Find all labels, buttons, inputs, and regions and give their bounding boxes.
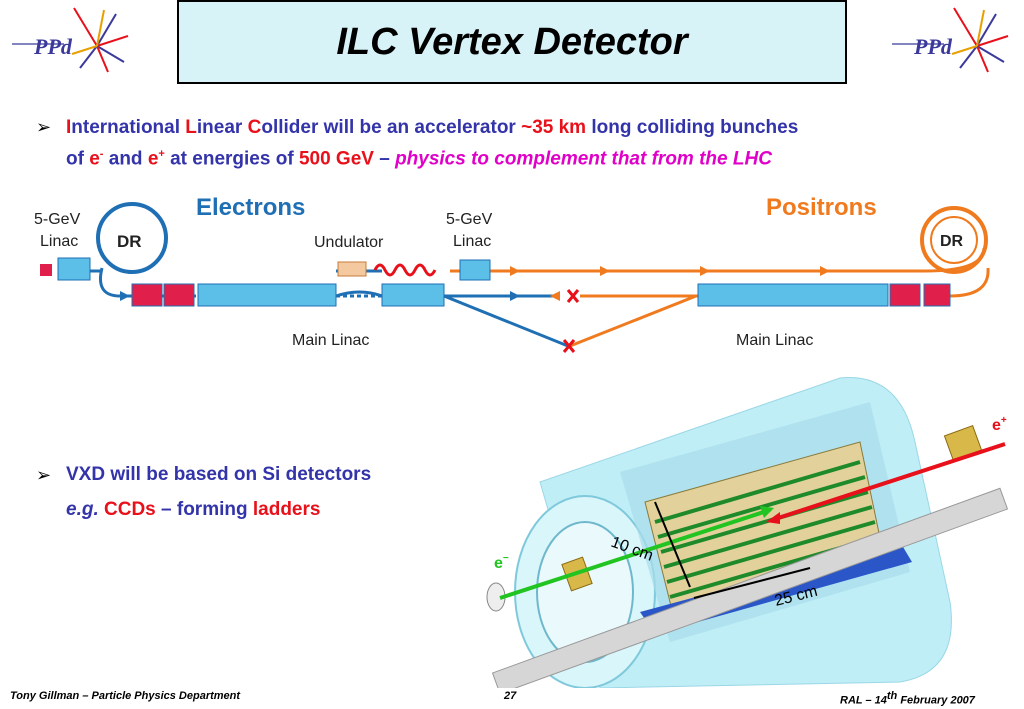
positron-beam — [771, 442, 1006, 522]
linac-mid-label-2: Linac — [453, 233, 491, 250]
page-number: 27 — [504, 690, 517, 702]
footer-date: RAL – 14th February 2007 — [840, 690, 975, 707]
ppd-logo-right: PPd — [892, 6, 1012, 74]
bunch-compressor-right-1 — [889, 283, 921, 307]
positrons-label: Positrons — [766, 194, 877, 221]
bullet-arrow-icon: ➢ — [36, 465, 52, 485]
logo-text: PPd — [913, 34, 953, 59]
main-linac-right-label: Main Linac — [736, 332, 813, 349]
page-title: ILC Vertex Detector — [336, 20, 688, 63]
linac-left-label-1: 5-GeV — [34, 211, 81, 228]
electrons-label: Electrons — [196, 194, 305, 221]
bunch-compressor-left-1 — [131, 283, 163, 307]
bullet-ilc: International Linear Collider will be an… — [66, 117, 799, 170]
undulator-wave — [373, 263, 437, 277]
bullet-vxd-line1: VXD will be based on Si detectors — [66, 464, 372, 485]
main-linac-left — [197, 283, 337, 307]
dr-right-label: DR — [940, 233, 964, 250]
vertex-detector-figure: 10 cm 25 cm e+ e− — [486, 377, 1009, 688]
e-minus-label: e− — [494, 553, 509, 572]
damping-ring-right — [920, 206, 988, 274]
dr-left-label: DR — [117, 232, 142, 251]
ppd-logo-left: PPd — [12, 6, 132, 74]
particle-burst-icon: PPd — [892, 7, 1009, 73]
bunch-compressor-right-2 — [923, 283, 951, 307]
particle-burst-icon: PPd — [12, 7, 129, 73]
main-linac-left-2 — [381, 283, 445, 307]
main-linac-left-label: Main Linac — [292, 332, 369, 349]
dim-10cm-line — [654, 501, 691, 588]
ilc-accelerator-diagram: Electrons Positrons 5-GeV Linac 5-GeV Li… — [34, 194, 990, 353]
main-linac-right — [697, 283, 889, 307]
bullet-vxd-line2: e.g. CCDs – forming ladders — [66, 499, 321, 520]
damping-ring-left — [96, 202, 168, 274]
bunch-compressor-left-2 — [163, 283, 195, 307]
electron-beam — [499, 508, 771, 600]
undulator-block — [337, 261, 367, 277]
e-plus-label: e+ — [992, 415, 1007, 434]
target-markers — [562, 289, 580, 353]
linac-5gev-left — [57, 257, 91, 281]
logo-text: PPd — [33, 34, 73, 59]
title-box: ILC Vertex Detector — [177, 0, 847, 84]
linac-mid-label-1: 5-GeV — [446, 211, 493, 228]
source-block — [40, 264, 52, 276]
undulator-label: Undulator — [314, 234, 384, 251]
linac-5gev-mid — [459, 259, 491, 281]
footer-author: Tony Gillman – Particle Physics Departme… — [10, 690, 241, 702]
dim-25cm-line — [693, 567, 811, 599]
linac-left-label-2: Linac — [40, 233, 78, 250]
bullet-arrow-icon: ➢ — [36, 117, 52, 137]
